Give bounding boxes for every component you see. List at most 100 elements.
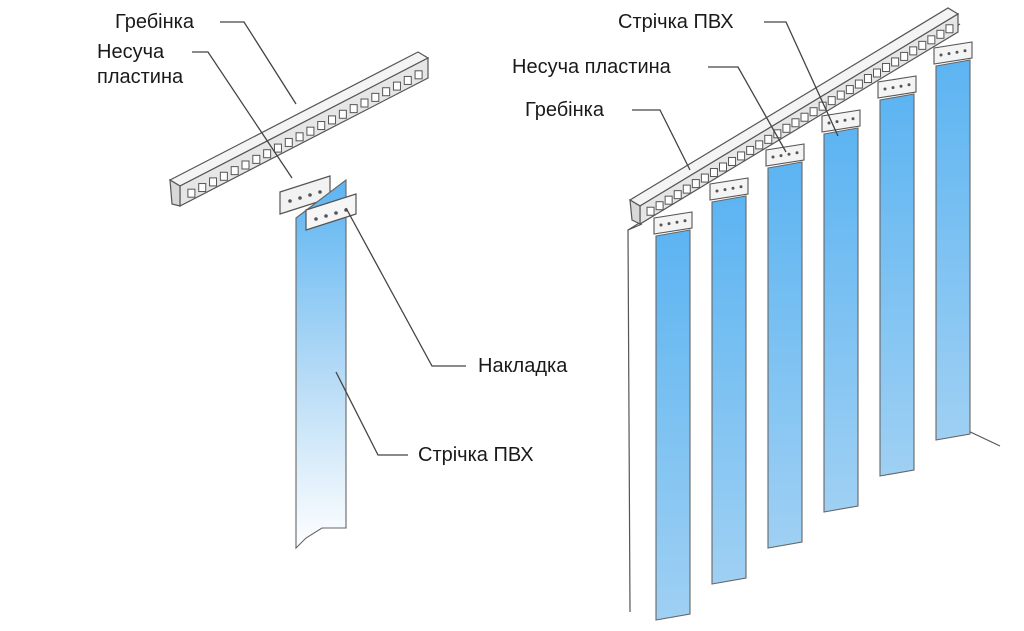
- comb-tooth: [918, 40, 927, 50]
- comb-tooth: [709, 168, 718, 178]
- right-pvc-strip: [655, 229, 691, 621]
- label-left-overlay: Накладка: [478, 355, 568, 377]
- leader-left-strip: [335, 371, 408, 456]
- comb-tooth: [392, 81, 401, 91]
- comb-tooth: [691, 179, 700, 189]
- carrier-hole: [947, 52, 951, 56]
- left-comb-rail: [168, 51, 430, 207]
- comb-tooth: [909, 46, 918, 56]
- comb-tooth: [198, 183, 207, 193]
- comb-tooth: [682, 184, 691, 194]
- left-overlay-holes: [314, 208, 348, 221]
- carrier-hole: [731, 186, 735, 190]
- right-comb-rail: [628, 7, 960, 226]
- comb-tooth: [187, 188, 196, 198]
- carrier-hole: [715, 189, 719, 193]
- comb-tooth: [719, 162, 727, 172]
- comb-tooth: [782, 123, 791, 133]
- comb-tooth: [646, 206, 655, 216]
- carrier-hole: [659, 223, 663, 227]
- carrier-hole: [899, 84, 903, 88]
- right-pvc-strip: [767, 161, 803, 549]
- left-assembly: Гребінка Несуча пластина Накладка Стрічк…: [97, 11, 568, 550]
- comb-tooth: [306, 126, 315, 136]
- label-left-strip: Стрічка ПВХ: [418, 444, 534, 466]
- label-right-strip: Стрічка ПВХ: [618, 11, 734, 33]
- left-pvc-strip: [295, 178, 347, 550]
- right-pvc-strip: [823, 127, 859, 513]
- comb-tooth: [891, 57, 900, 67]
- comb-tooth: [414, 70, 423, 80]
- comb-tooth: [371, 92, 380, 102]
- leader-right-comb: [632, 109, 691, 171]
- carrier-hole: [827, 121, 831, 125]
- right-assembly: Стрічка ПВХ Несуча пластина Гребінка: [512, 7, 1001, 621]
- comb-tooth: [746, 145, 755, 155]
- comb-tooth: [655, 201, 664, 211]
- right-carrier-plate: [765, 143, 805, 167]
- leader-right-carrier: [708, 66, 787, 153]
- carrier-hole: [667, 222, 671, 226]
- carrier-hole: [843, 118, 847, 122]
- right-carrier-plate: [709, 177, 749, 201]
- comb-tooth: [764, 134, 773, 144]
- comb-tooth: [230, 166, 239, 176]
- comb-tooth: [273, 143, 282, 153]
- left-overlay-plate: [305, 193, 357, 231]
- comb-tooth: [673, 190, 682, 200]
- right-strips: [653, 41, 973, 621]
- comb-tooth: [945, 24, 954, 34]
- right-carrier-plate: [933, 41, 973, 65]
- leader-left-carrier: [192, 51, 293, 179]
- comb-tooth: [873, 68, 881, 78]
- label-left-comb: Гребінка: [115, 11, 195, 33]
- left-carrier-holes: [288, 190, 322, 203]
- carrier-hole: [851, 117, 855, 121]
- comb-tooth: [700, 173, 709, 183]
- comb-tooth: [737, 151, 746, 161]
- leader-left-comb: [220, 21, 297, 105]
- carrier-hole: [883, 87, 887, 91]
- carrier-hole: [675, 220, 679, 224]
- carrier-hole: [963, 49, 967, 53]
- carrier-hole: [939, 53, 943, 57]
- comb-tooth: [845, 85, 854, 95]
- carrier-hole: [907, 83, 911, 87]
- carrier-hole: [683, 219, 687, 223]
- leader-right-strip: [764, 21, 839, 137]
- comb-tooth: [382, 87, 391, 97]
- comb-tooth: [927, 35, 936, 45]
- right-carrier-plate: [821, 109, 861, 133]
- comb-tooth: [403, 75, 412, 85]
- comb-tooth: [791, 118, 800, 128]
- comb-tooth: [284, 137, 293, 147]
- leader-left-overlay: [345, 207, 466, 367]
- right-carrier-plate: [653, 211, 693, 235]
- carrier-hole: [795, 151, 799, 155]
- comb-tooth: [728, 156, 737, 166]
- comb-tooth: [295, 132, 304, 142]
- comb-tooth: [252, 154, 261, 164]
- right-pvc-strip: [879, 93, 915, 477]
- comb-tooth: [360, 98, 369, 108]
- carrier-hole: [955, 50, 959, 54]
- comb-tooth: [800, 112, 809, 122]
- comb-tooth: [854, 79, 863, 89]
- carrier-hole: [891, 86, 895, 90]
- label-left-carrier-line2: пластина: [97, 66, 184, 88]
- carrier-hole: [723, 188, 727, 192]
- comb-tooth: [836, 90, 845, 100]
- comb-tooth: [241, 160, 250, 170]
- comb-tooth: [328, 115, 337, 125]
- comb-tooth: [809, 107, 818, 117]
- comb-tooth: [936, 29, 945, 39]
- comb-tooth: [209, 177, 218, 187]
- comb-tooth: [664, 195, 673, 205]
- label-left-carrier-line1: Несуча: [97, 41, 165, 63]
- left-comb-teeth: [187, 70, 423, 198]
- comb-tooth: [219, 171, 228, 181]
- right-pvc-strip: [711, 195, 747, 585]
- comb-tooth: [317, 121, 326, 131]
- carrier-hole: [787, 152, 791, 156]
